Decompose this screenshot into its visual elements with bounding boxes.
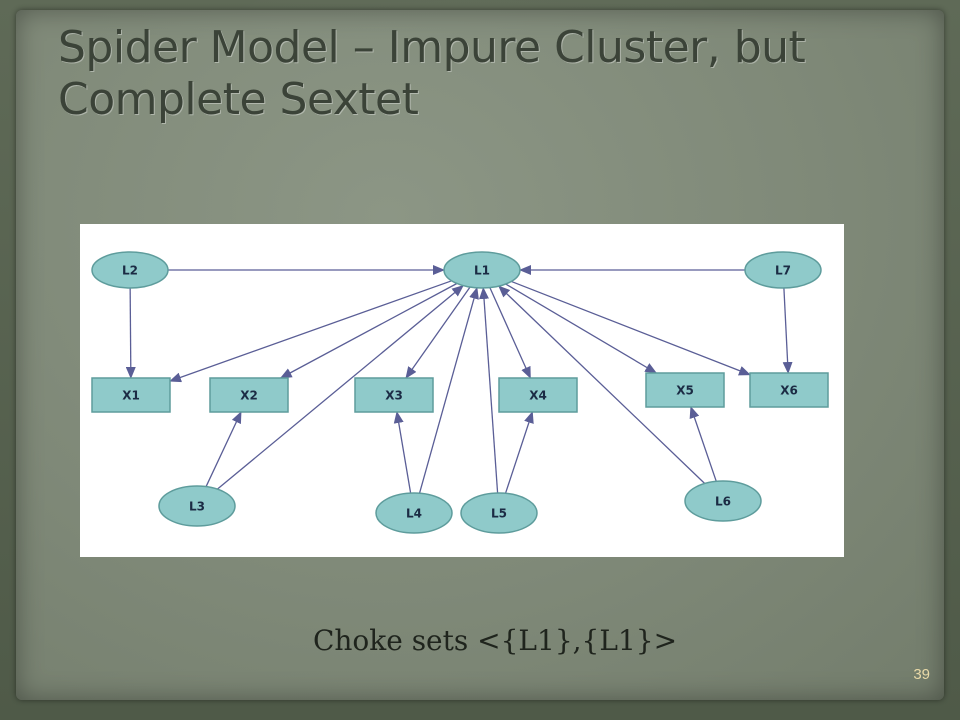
node-shape-l5 bbox=[460, 492, 538, 534]
node-shape-l2 bbox=[91, 251, 169, 289]
node-l6: L6 bbox=[684, 480, 762, 522]
node-label-l5: L5 bbox=[491, 507, 507, 521]
node-shape-x2 bbox=[209, 377, 289, 413]
node-label-l4: L4 bbox=[406, 507, 422, 521]
node-label-x4: X4 bbox=[529, 389, 547, 403]
choke-sets-caption: Choke sets <{L1},{L1}> bbox=[312, 624, 678, 657]
node-l7: L7 bbox=[744, 251, 822, 289]
node-label-l7: L7 bbox=[775, 264, 791, 278]
node-shape-l4 bbox=[375, 492, 453, 534]
node-label-x1: X1 bbox=[122, 389, 140, 403]
node-shape-l7 bbox=[744, 251, 822, 289]
node-label-l2: L2 bbox=[122, 264, 138, 278]
node-shape-x5 bbox=[645, 372, 725, 408]
node-shape-x3 bbox=[354, 377, 434, 413]
edge-l1-to-x6 bbox=[511, 280, 751, 376]
edge-l2-to-x1 bbox=[125, 287, 136, 379]
node-l3: L3 bbox=[158, 485, 236, 527]
node-x3: X3 bbox=[354, 377, 434, 413]
edge-l4-to-x3 bbox=[393, 411, 412, 494]
node-shape-l6 bbox=[684, 480, 762, 522]
node-x5: X5 bbox=[645, 372, 725, 408]
node-shape-x1 bbox=[91, 377, 171, 413]
node-x1: X1 bbox=[91, 377, 171, 413]
node-label-l1: L1 bbox=[474, 264, 490, 278]
edge-l5-to-x4 bbox=[504, 411, 534, 494]
edge-l3-to-x2 bbox=[205, 411, 242, 487]
edge-l6-to-x5 bbox=[689, 406, 717, 482]
node-label-l6: L6 bbox=[715, 495, 731, 509]
edge-l1-to-x5 bbox=[505, 283, 658, 374]
node-label-x2: X2 bbox=[240, 389, 258, 403]
edge-l7-to-x6 bbox=[782, 287, 793, 374]
node-x2: X2 bbox=[209, 377, 289, 413]
node-label-x3: X3 bbox=[385, 389, 403, 403]
slide-title: Spider Model – Impure Cluster, but Compl… bbox=[58, 22, 806, 125]
edge-l1-to-x1 bbox=[169, 280, 452, 383]
node-l4: L4 bbox=[375, 492, 453, 534]
edge-l1-to-x2 bbox=[279, 282, 458, 379]
edge-l1-to-x4 bbox=[489, 287, 531, 379]
node-shape-l3 bbox=[158, 485, 236, 527]
node-l2: L2 bbox=[91, 251, 169, 289]
node-shape-l1 bbox=[443, 251, 521, 289]
node-x6: X6 bbox=[749, 372, 829, 408]
node-label-x6: X6 bbox=[780, 384, 798, 398]
node-label-x5: X5 bbox=[676, 384, 694, 398]
node-shape-x4 bbox=[498, 377, 578, 413]
edge-l1-to-x3 bbox=[405, 286, 471, 379]
node-shape-x6 bbox=[749, 372, 829, 408]
node-l1: L1 bbox=[443, 251, 521, 289]
edge-l3-to-l1 bbox=[216, 284, 464, 490]
edge-l4-to-l1 bbox=[418, 286, 479, 494]
edge-l5-to-l1 bbox=[479, 286, 499, 494]
node-x4: X4 bbox=[498, 377, 578, 413]
node-l5: L5 bbox=[460, 492, 538, 534]
page-number: 39 bbox=[913, 666, 930, 683]
edge-l6-to-l1 bbox=[498, 285, 706, 484]
edges-layer bbox=[125, 265, 793, 494]
node-label-l3: L3 bbox=[189, 500, 205, 514]
